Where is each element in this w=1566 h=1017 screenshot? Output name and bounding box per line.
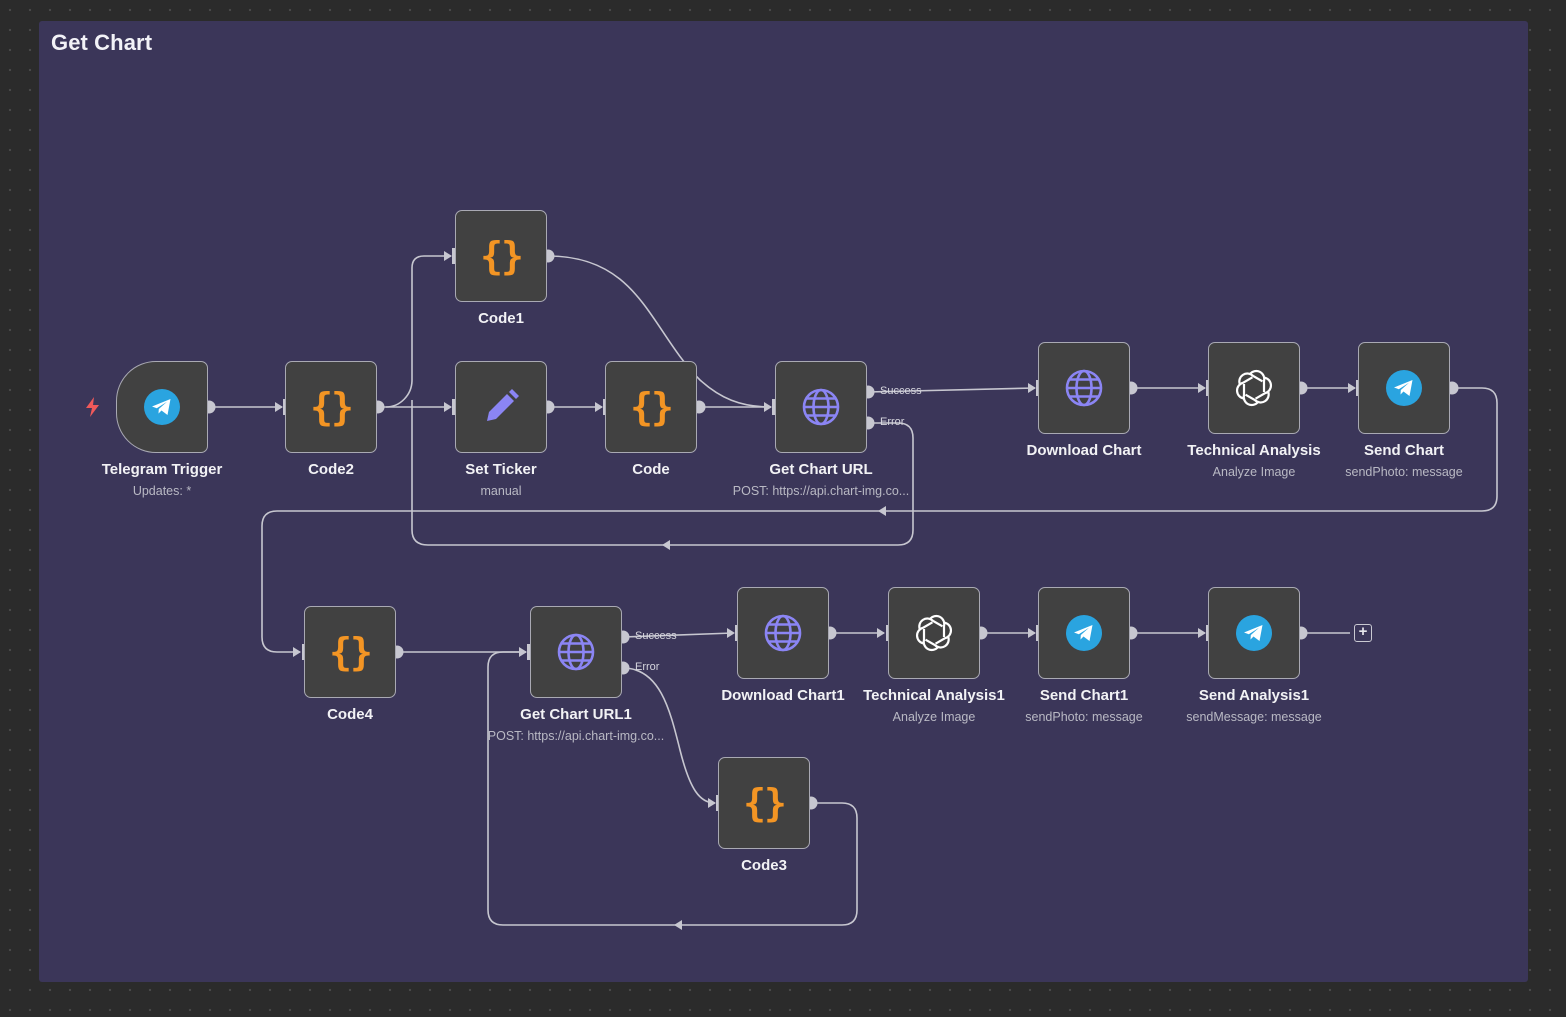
braces-glyph: {} — [480, 234, 524, 278]
telegram-icon — [1235, 614, 1273, 652]
node-subtitle: Analyze Image — [892, 710, 976, 724]
telegram-icon — [143, 388, 181, 426]
node-subtitle: sendPhoto: message — [1025, 710, 1143, 724]
code-braces-icon: {} — [630, 385, 674, 429]
error-port-label: Error — [880, 416, 905, 428]
arrow-marker — [595, 402, 603, 412]
add-node-button[interactable]: + — [1354, 624, 1372, 642]
arrow-marker — [275, 402, 283, 412]
success-port-label: Success — [880, 385, 922, 397]
openai-icon — [914, 613, 954, 653]
globe-icon — [1064, 368, 1104, 408]
code1-node[interactable]: {} — [455, 210, 547, 302]
arrow-marker — [764, 402, 772, 412]
code-braces-icon: {} — [329, 630, 373, 674]
node-label: Technical Analysis — [1187, 442, 1321, 459]
node-label: Code3 — [741, 857, 787, 874]
node-label: Code1 — [478, 310, 524, 327]
arrow-marker — [878, 506, 886, 516]
connection — [622, 632, 734, 638]
node-subtitle: sendMessage: message — [1186, 710, 1322, 724]
send-chart-node[interactable] — [1358, 342, 1450, 434]
telegram-icon — [1385, 369, 1423, 407]
get-chart-url1-node[interactable] — [530, 606, 622, 698]
arrow-marker — [519, 647, 527, 657]
node-label: Send Chart1 — [1039, 687, 1129, 704]
node-label: Code2 — [308, 461, 354, 478]
connection — [867, 387, 1036, 393]
arrow-marker — [662, 540, 670, 550]
node-label: Code4 — [327, 706, 373, 723]
input-handle — [452, 248, 457, 264]
code-node[interactable]: {} — [605, 361, 697, 453]
arrow-marker — [293, 647, 301, 657]
node-subtitle: manual — [480, 484, 522, 498]
node-label: Telegram Trigger — [101, 461, 223, 478]
arrow-marker — [674, 920, 682, 930]
telegram-icon — [1065, 614, 1103, 652]
node-label: Download Chart — [1026, 442, 1142, 459]
globe-icon — [556, 632, 596, 672]
technical-analysis1-node[interactable] — [888, 587, 980, 679]
download-chart-node[interactable] — [1038, 342, 1130, 434]
connection — [547, 255, 772, 408]
code-braces-icon: {} — [480, 234, 524, 278]
node-label: Set Ticker — [465, 461, 537, 478]
arrow-marker — [1198, 383, 1206, 393]
arrow-marker — [708, 798, 716, 808]
arrow-marker — [1028, 628, 1036, 638]
node-subtitle: POST: https://api.chart-img.co... — [732, 484, 910, 498]
technical-analysis-node[interactable] — [1208, 342, 1300, 434]
download-chart1-node[interactable] — [737, 587, 829, 679]
arrow-marker — [444, 251, 452, 261]
arrow-marker — [727, 628, 735, 638]
code-braces-icon: {} — [310, 385, 354, 429]
set-ticker-node[interactable] — [455, 361, 547, 453]
braces-glyph: {} — [329, 630, 373, 674]
input-handle — [452, 399, 457, 415]
code4-node[interactable]: {} — [304, 606, 396, 698]
node-label: Get Chart URL1 — [520, 706, 632, 723]
node-label: Get Chart URL — [769, 461, 873, 478]
node-label: Technical Analysis1 — [863, 687, 1005, 704]
braces-glyph: {} — [310, 385, 354, 429]
node-subtitle: Analyze Image — [1212, 465, 1296, 479]
send-chart1-node[interactable] — [1038, 587, 1130, 679]
arrow-marker — [877, 628, 885, 638]
node-subtitle: Updates: * — [132, 484, 192, 498]
node-label: Code — [632, 461, 670, 478]
connection — [385, 255, 451, 408]
node-label: Download Chart1 — [721, 687, 845, 704]
code3-node[interactable]: {} — [718, 757, 810, 849]
node-label: Send Analysis1 — [1198, 687, 1310, 704]
trigger-bolt-icon — [86, 397, 99, 417]
send-analysis1-node[interactable] — [1208, 587, 1300, 679]
arrow-marker — [1198, 628, 1206, 638]
node-subtitle: POST: https://api.chart-img.co... — [487, 729, 665, 743]
globe-icon — [763, 613, 803, 653]
arrow-marker — [1348, 383, 1356, 393]
globe-icon — [801, 387, 841, 427]
telegram-trigger-node[interactable] — [116, 361, 208, 453]
input-handle — [527, 644, 532, 660]
braces-glyph: {} — [743, 781, 787, 825]
arrow-marker — [1028, 383, 1036, 393]
connection — [622, 667, 716, 804]
pencil-icon — [481, 387, 521, 427]
node-subtitle: sendPhoto: message — [1345, 465, 1463, 479]
error-port-label: Error — [635, 661, 660, 673]
code-braces-icon: {} — [743, 781, 787, 825]
node-label: Send Chart — [1363, 442, 1444, 459]
arrow-marker — [444, 402, 452, 412]
get-chart-url-node[interactable] — [775, 361, 867, 453]
connection — [487, 651, 858, 926]
braces-glyph: {} — [630, 385, 674, 429]
connection — [411, 400, 914, 546]
success-port-label: Success — [635, 630, 677, 642]
code2-node[interactable]: {} — [285, 361, 377, 453]
sticky-title: Get Chart — [51, 30, 153, 55]
openai-icon — [1234, 368, 1274, 408]
input-handle — [772, 399, 777, 415]
